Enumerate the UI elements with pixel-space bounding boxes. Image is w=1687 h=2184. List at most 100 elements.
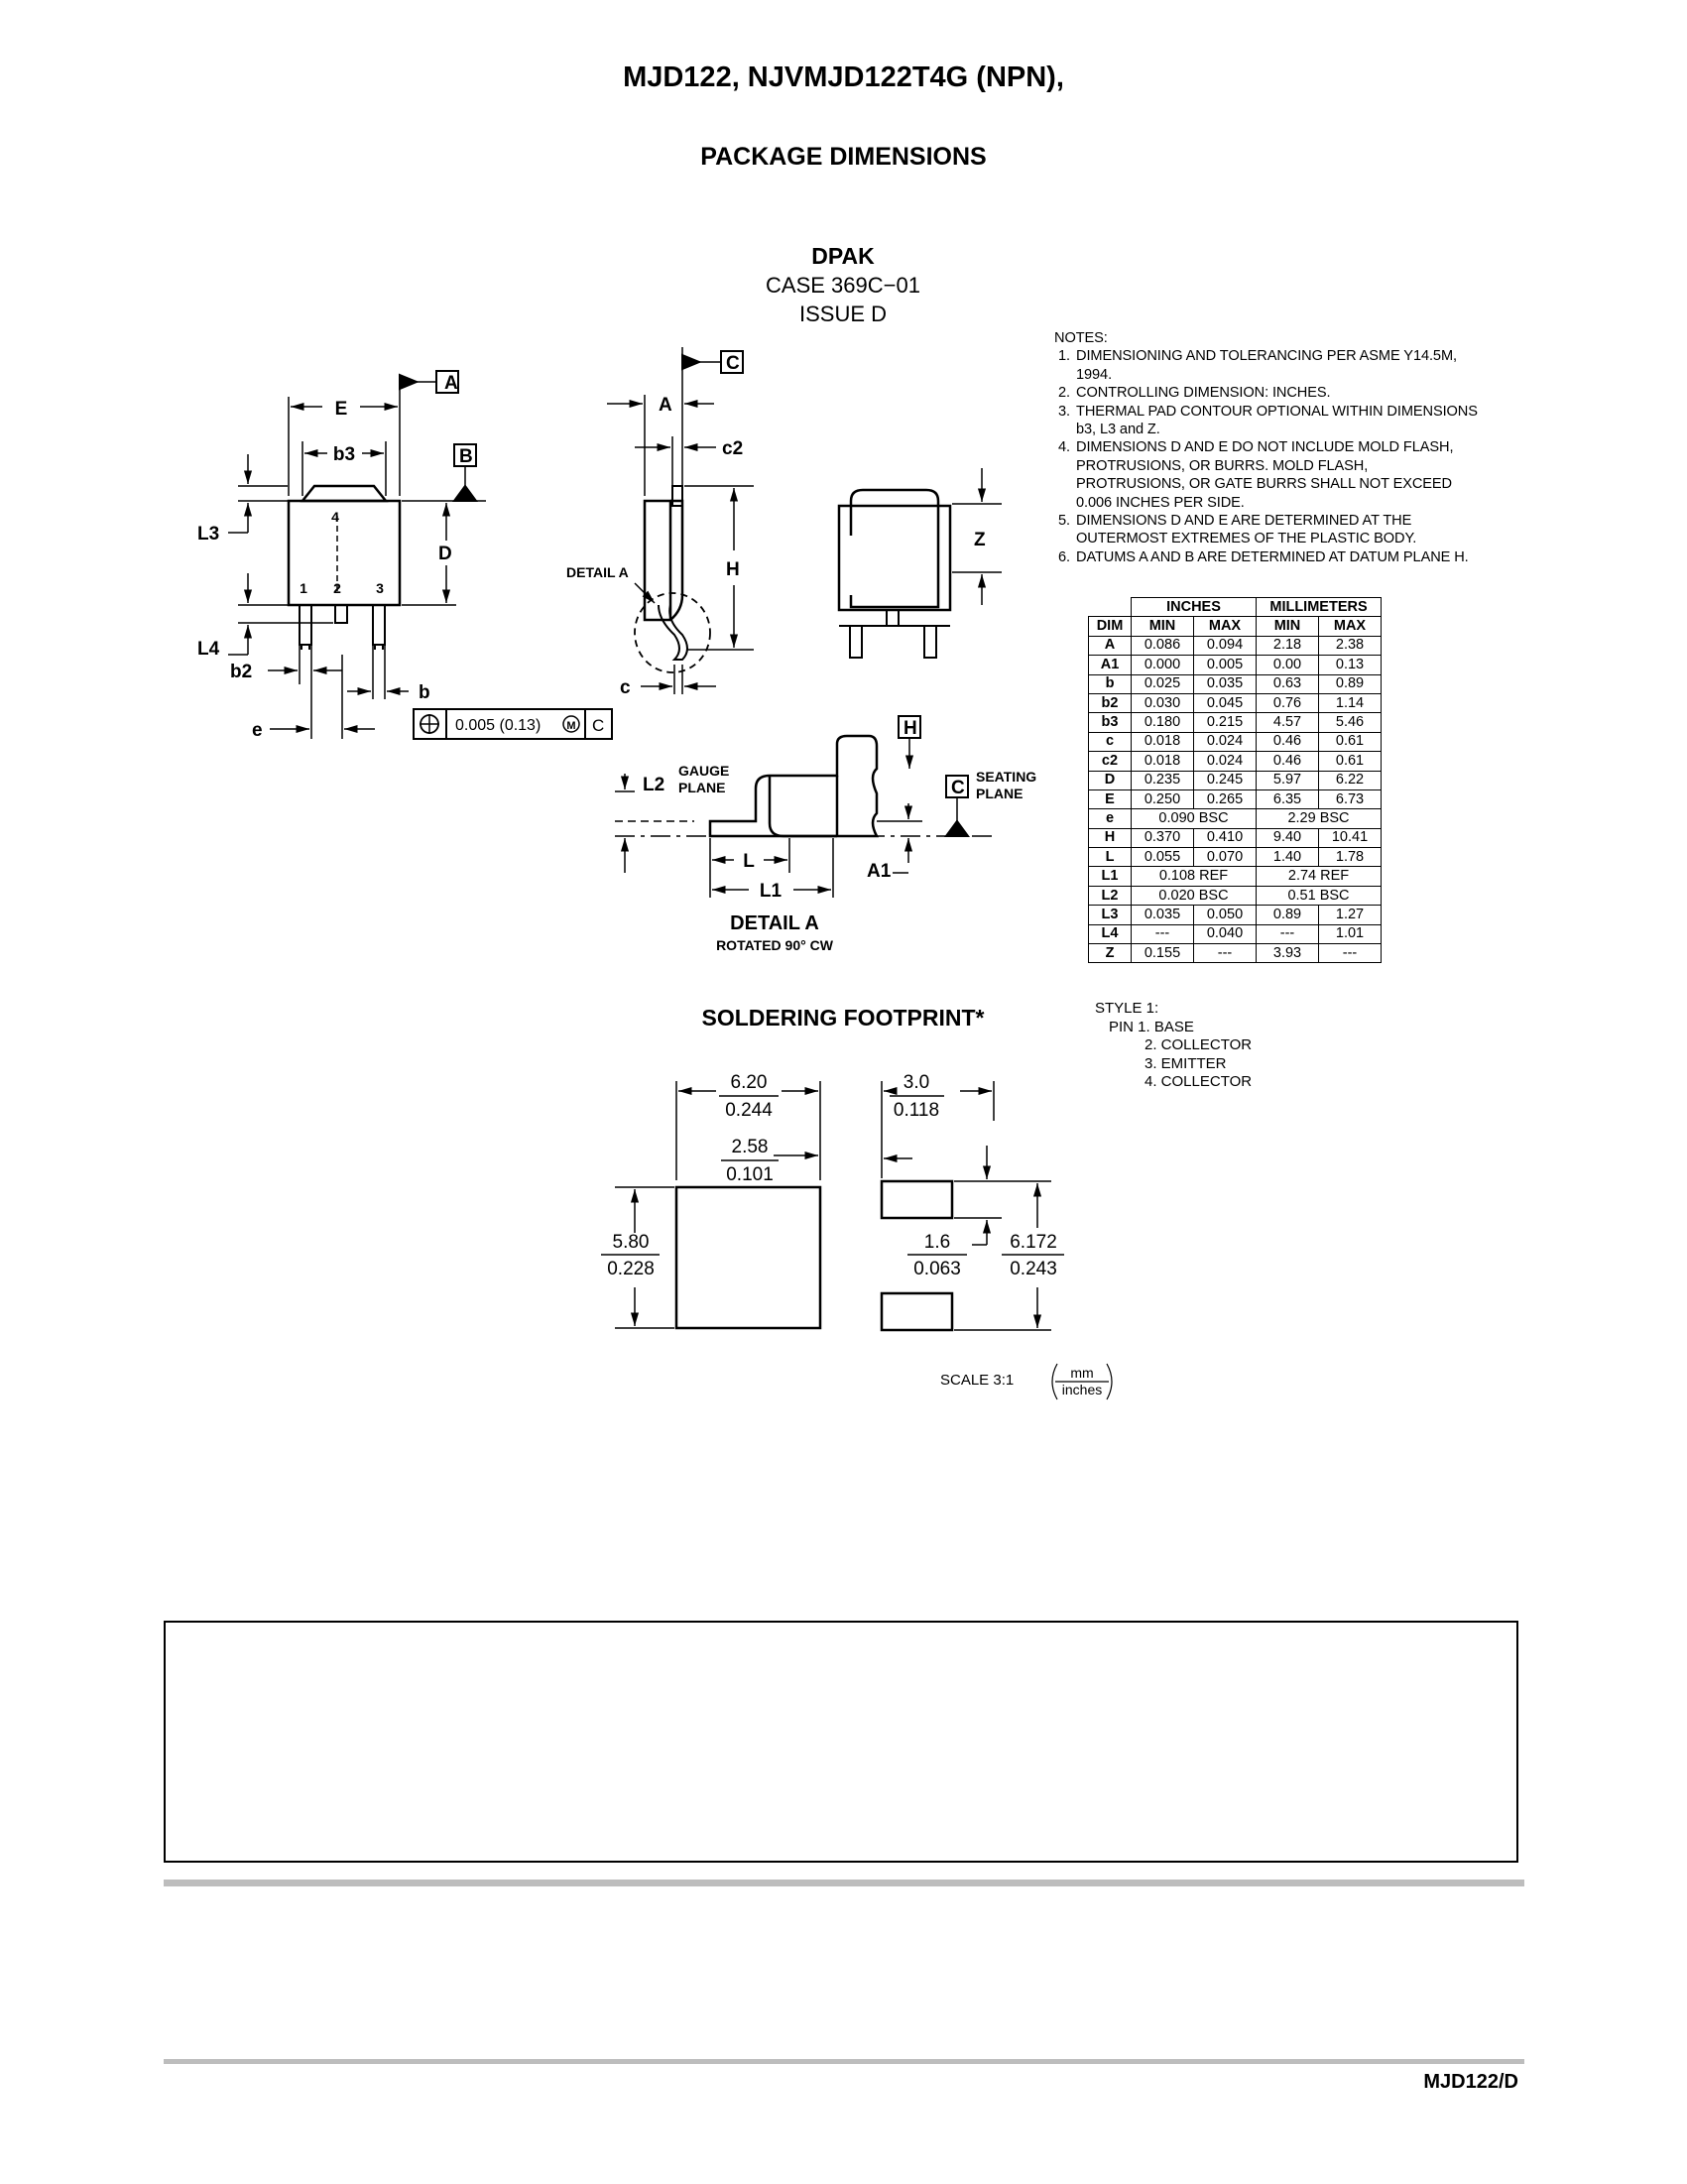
value-cell: 10.41 bbox=[1318, 827, 1382, 849]
datum-c-label: C bbox=[726, 353, 740, 374]
dim-cell: L bbox=[1088, 847, 1132, 868]
dim-l1-label: L1 bbox=[760, 881, 783, 902]
detail-a-title: DETAIL A bbox=[730, 912, 819, 934]
style-pin-item: 4. COLLECTOR bbox=[1145, 1073, 1253, 1090]
column-header: MAX bbox=[1318, 616, 1382, 637]
divider bbox=[164, 1880, 1524, 1886]
value-cell: 0.000 bbox=[1131, 655, 1194, 675]
disclaimer-box bbox=[164, 1621, 1518, 1863]
seating-label: SEATING bbox=[976, 769, 1036, 785]
value-cell: 0.030 bbox=[1131, 692, 1194, 714]
value-cell: 0.108 REF bbox=[1131, 866, 1257, 887]
datum-h-label: H bbox=[904, 718, 917, 739]
fp-height-mm: 5.80 bbox=[613, 1232, 650, 1253]
dim-e-pitch-label: e bbox=[252, 720, 263, 741]
value-cell: 0.370 bbox=[1131, 827, 1194, 849]
dim-cell: Z bbox=[1088, 943, 1132, 964]
datum-c-seating-label: C bbox=[951, 778, 965, 798]
dim-cell: b2 bbox=[1088, 692, 1132, 714]
value-cell: --- bbox=[1256, 923, 1319, 945]
dim-c2-label: c2 bbox=[722, 438, 743, 459]
dim-e-label: E bbox=[335, 399, 348, 420]
fp-pad-pitch-mm: 3.0 bbox=[904, 1072, 929, 1093]
table-group-header-row: INCHES MILLIMETERS bbox=[1088, 596, 1382, 618]
value-cell: 0.090 BSC bbox=[1131, 808, 1257, 829]
pin-2-label: 2 bbox=[333, 580, 341, 596]
fp-width-in: 0.244 bbox=[725, 1100, 773, 1121]
value-cell: 0.040 bbox=[1193, 923, 1257, 945]
group-header-mm: MILLIMETERS bbox=[1256, 596, 1382, 618]
dim-l-label: L bbox=[743, 851, 755, 872]
table-column-header-row: DIM MIN MAX MIN MAX bbox=[1088, 616, 1382, 637]
value-cell: 0.265 bbox=[1193, 789, 1257, 810]
dim-cell: A bbox=[1088, 635, 1132, 657]
detail-a-ref-label: DETAIL A bbox=[566, 564, 629, 580]
dim-cell: L1 bbox=[1088, 866, 1132, 887]
value-cell: 2.38 bbox=[1318, 635, 1382, 657]
datum-a-label: A bbox=[444, 373, 458, 394]
dim-cell: L2 bbox=[1088, 885, 1132, 907]
pin-4-label: 4 bbox=[331, 509, 339, 525]
value-cell: 0.155 bbox=[1131, 943, 1194, 964]
value-cell: 2.18 bbox=[1256, 635, 1319, 657]
value-cell: 0.215 bbox=[1193, 712, 1257, 733]
note-item: 3.THERMAL PAD CONTOUR OPTIONAL WITHIN DI… bbox=[1058, 403, 1478, 438]
value-cell: 0.035 bbox=[1131, 905, 1194, 925]
notes-heading: NOTES: bbox=[1054, 330, 1108, 346]
footprint-scale: SCALE 3:1 bbox=[940, 1372, 1015, 1389]
value-cell: 0.51 BSC bbox=[1256, 885, 1382, 907]
dim-cell: E bbox=[1088, 789, 1132, 810]
dim-b-label: b bbox=[419, 682, 430, 703]
value-cell: 0.018 bbox=[1131, 751, 1194, 772]
value-cell: 0.055 bbox=[1131, 847, 1194, 868]
fp-pad-height-in: 0.063 bbox=[913, 1259, 961, 1279]
dim-cell: c bbox=[1088, 731, 1132, 753]
seating-plane-label: PLANE bbox=[976, 786, 1023, 801]
pin-3-label: 3 bbox=[376, 580, 384, 596]
dim-cell: H bbox=[1088, 827, 1132, 849]
value-cell: 0.13 bbox=[1318, 655, 1382, 675]
note-item: 4.DIMENSIONS D AND E DO NOT INCLUDE MOLD… bbox=[1058, 439, 1454, 511]
unit-inches: inches bbox=[1062, 1382, 1102, 1397]
value-cell: 0.020 BSC bbox=[1131, 885, 1257, 907]
style-pin-item: 2. COLLECTOR bbox=[1145, 1036, 1253, 1053]
pin-1-label: 1 bbox=[300, 580, 307, 596]
section-title: PACKAGE DIMENSIONS bbox=[700, 143, 987, 171]
value-cell: 6.35 bbox=[1256, 789, 1319, 810]
dim-b2-label: b2 bbox=[230, 662, 252, 682]
datum-b-label: B bbox=[459, 446, 473, 467]
column-header: DIM bbox=[1088, 616, 1132, 637]
dimension-table: INCHES MILLIMETERS DIM MIN MAX MIN MAX A… bbox=[1088, 596, 1382, 964]
dim-b3-label: b3 bbox=[333, 444, 355, 465]
value-cell: 0.024 bbox=[1193, 751, 1257, 772]
fp-height-in: 0.228 bbox=[607, 1259, 655, 1279]
package-case: CASE 369C−01 bbox=[766, 273, 920, 298]
page-title: MJD122, NJVMJD122T4G (NPN), bbox=[623, 61, 1064, 93]
value-cell: 4.57 bbox=[1256, 712, 1319, 733]
dim-c-label: c bbox=[620, 677, 631, 698]
tolerance-datum: C bbox=[592, 716, 604, 735]
value-cell: 0.086 bbox=[1131, 635, 1194, 657]
value-cell: --- bbox=[1318, 943, 1382, 964]
column-header: MAX bbox=[1193, 616, 1257, 637]
notes-block: NOTES: 1.DIMENSIONING AND TOLERANCING PE… bbox=[1054, 329, 1481, 566]
note-item: 2.CONTROLLING DIMENSION: INCHES. bbox=[1058, 385, 1331, 402]
document-number: MJD122/D bbox=[1423, 2071, 1518, 2093]
table-corner bbox=[1088, 597, 1132, 618]
value-cell: 0.46 bbox=[1256, 751, 1319, 772]
fp-width-mm: 6.20 bbox=[731, 1072, 768, 1093]
value-cell: 9.40 bbox=[1256, 827, 1319, 849]
value-cell: 0.094 bbox=[1193, 635, 1257, 657]
style-pin-item: PIN 1. BASE bbox=[1109, 1018, 1194, 1035]
